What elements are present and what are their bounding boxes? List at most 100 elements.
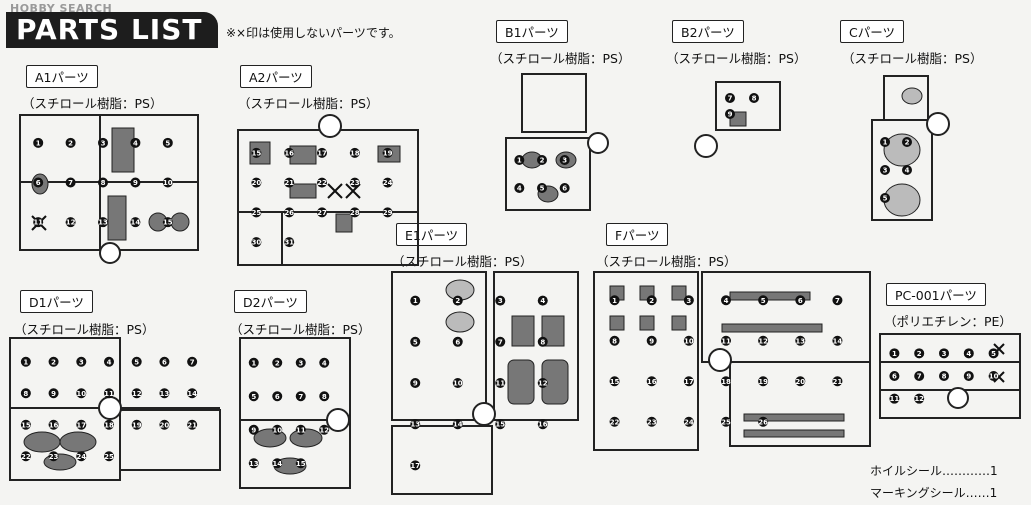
part-number-label: 8	[942, 373, 947, 381]
part-number-badge: 3	[559, 155, 570, 165]
part-number-label: 4	[107, 358, 112, 366]
part-number-label: 14	[272, 460, 282, 468]
part-shape	[609, 315, 625, 331]
part-number-badge: 1	[880, 137, 890, 147]
section-a1-label: A1パーツ	[26, 65, 98, 88]
part-number-label: 12	[132, 390, 142, 398]
part-number-badge: 6	[889, 371, 900, 381]
part-number-circle	[349, 177, 360, 188]
part-number-label: 7	[190, 358, 195, 366]
runner-frame	[391, 425, 493, 495]
part-number-circle	[452, 419, 463, 430]
part-number-badge: 5	[537, 183, 547, 193]
part-number-badge: 17	[317, 147, 327, 158]
part-number-label: 13	[160, 390, 170, 398]
part-shape	[541, 315, 565, 347]
part-shape	[107, 195, 127, 241]
part-number-label: 11	[890, 395, 900, 403]
part-number-label: 10	[163, 179, 173, 187]
part-number-badge: 4	[104, 356, 114, 367]
part-number-badge: 4	[130, 137, 141, 148]
part-number-circle	[880, 165, 890, 175]
part-number-circle	[495, 419, 506, 430]
sticker-count: 1	[990, 464, 998, 478]
part-number-label: 3	[942, 350, 947, 358]
part-number-circle	[162, 217, 173, 228]
section-b2-material: （スチロール樹脂：PS）	[666, 51, 807, 66]
part-number-circle	[721, 416, 731, 427]
part-number-badge: 23	[48, 451, 59, 462]
part-number-badge: 7	[832, 295, 843, 306]
part-number-badge: 15	[295, 458, 306, 469]
part-number-badge: 18	[721, 376, 731, 387]
part-number-badge: 26	[758, 416, 769, 427]
part-number-label: 3	[686, 297, 691, 305]
runner-frame	[391, 271, 487, 421]
part-number-circle	[104, 356, 114, 367]
runner-frame	[239, 337, 351, 489]
part-number-circle	[902, 165, 912, 175]
part-number-label: 20	[252, 179, 262, 187]
part-number-circle	[248, 391, 259, 402]
part-number-label: 6	[562, 185, 567, 193]
part-number-badge: 10	[683, 335, 694, 346]
part-shape	[721, 323, 823, 333]
part-number-badge: 11	[104, 388, 114, 399]
part-number-label: 2	[51, 358, 56, 366]
part-number-badge: 4	[902, 165, 912, 175]
part-number-badge: 10	[162, 177, 173, 188]
part-shape	[901, 87, 923, 105]
part-number-badge: 6	[272, 391, 283, 402]
part-number-badge: 17	[410, 460, 421, 471]
part-number-label: 11	[495, 380, 505, 388]
part-number-badge: 7	[295, 391, 306, 402]
part-number-circle	[537, 295, 548, 306]
part-number-circle	[758, 376, 769, 387]
part-number-label: 3	[79, 358, 84, 366]
part-number-label: 27	[317, 209, 327, 217]
part-number-circle	[914, 393, 925, 404]
part-number-circle	[159, 419, 170, 430]
section-a2-label: A2パーツ	[240, 65, 312, 88]
part-number-badge: 9	[130, 177, 141, 188]
section-b2-label: B2パーツ	[672, 20, 744, 43]
part-number-label: 22	[317, 179, 327, 187]
part-number-label: 18	[350, 149, 360, 157]
part-number-badge: 12	[914, 393, 925, 404]
part-number-badge: 14	[452, 419, 463, 430]
part-number-label: 2	[917, 350, 922, 358]
unused-parts-note: ※×印は使用しないパーツです。	[226, 26, 401, 40]
part-number-circle	[295, 458, 306, 469]
sticker-dots: …………	[942, 464, 991, 478]
part-number-badge: 9	[248, 424, 259, 435]
part-number-circle	[76, 388, 87, 399]
part-number-label: 1	[883, 139, 888, 147]
part-shape	[111, 127, 135, 173]
part-number-circle	[609, 335, 620, 346]
part-number-label: 6	[162, 358, 167, 366]
part-number-badge: 9	[48, 388, 59, 399]
section-pc-material: （ポリエチレン：PE）	[884, 314, 1012, 329]
part-number-badge: 2	[537, 155, 547, 165]
runner-gate	[694, 134, 718, 158]
part-shape	[883, 133, 921, 167]
part-number-label: 15	[21, 421, 31, 429]
part-number-circle	[98, 217, 108, 228]
part-number-badge: 5	[131, 356, 142, 367]
part-number-circle	[272, 357, 283, 368]
part-number-circle	[319, 357, 330, 368]
part-number-label: 8	[752, 95, 757, 103]
part-number-label: 18	[104, 421, 114, 429]
part-number-badge: 3	[98, 137, 108, 148]
sticker-dots: ……	[965, 486, 990, 500]
part-number-badge: 3	[683, 295, 694, 306]
part-number-label: 5	[413, 338, 418, 346]
part-number-badge: 3	[880, 165, 890, 175]
part-number-circle	[795, 376, 806, 387]
part-number-label: 9	[966, 373, 971, 381]
part-number-badge: 5	[248, 391, 259, 402]
runner-gate	[472, 402, 496, 426]
